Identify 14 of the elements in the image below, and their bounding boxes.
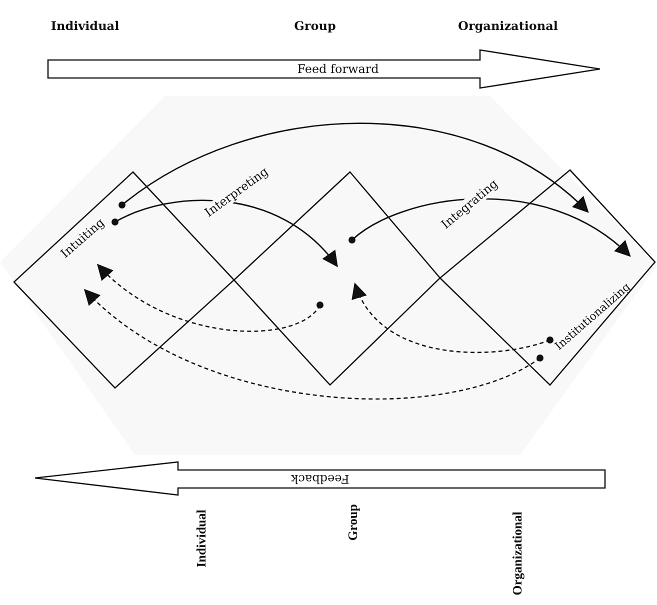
level-label: Group: [346, 504, 358, 540]
dashed-arrow: [353, 282, 554, 354]
level-label: Organizational: [458, 20, 558, 32]
arrow: [112, 200, 338, 268]
level-label: Individual: [194, 509, 208, 567]
arrow: [118, 122, 589, 213]
node-label: Feedback: [290, 473, 350, 485]
level-label: Group: [294, 20, 336, 32]
dashed-arrow: [84, 288, 544, 400]
arrow: [348, 198, 631, 257]
node-label: Feed forward: [297, 63, 379, 75]
level-label: Individual: [50, 20, 120, 32]
dashed-arrow: [96, 264, 324, 332]
level-label: Organizational: [510, 511, 524, 595]
